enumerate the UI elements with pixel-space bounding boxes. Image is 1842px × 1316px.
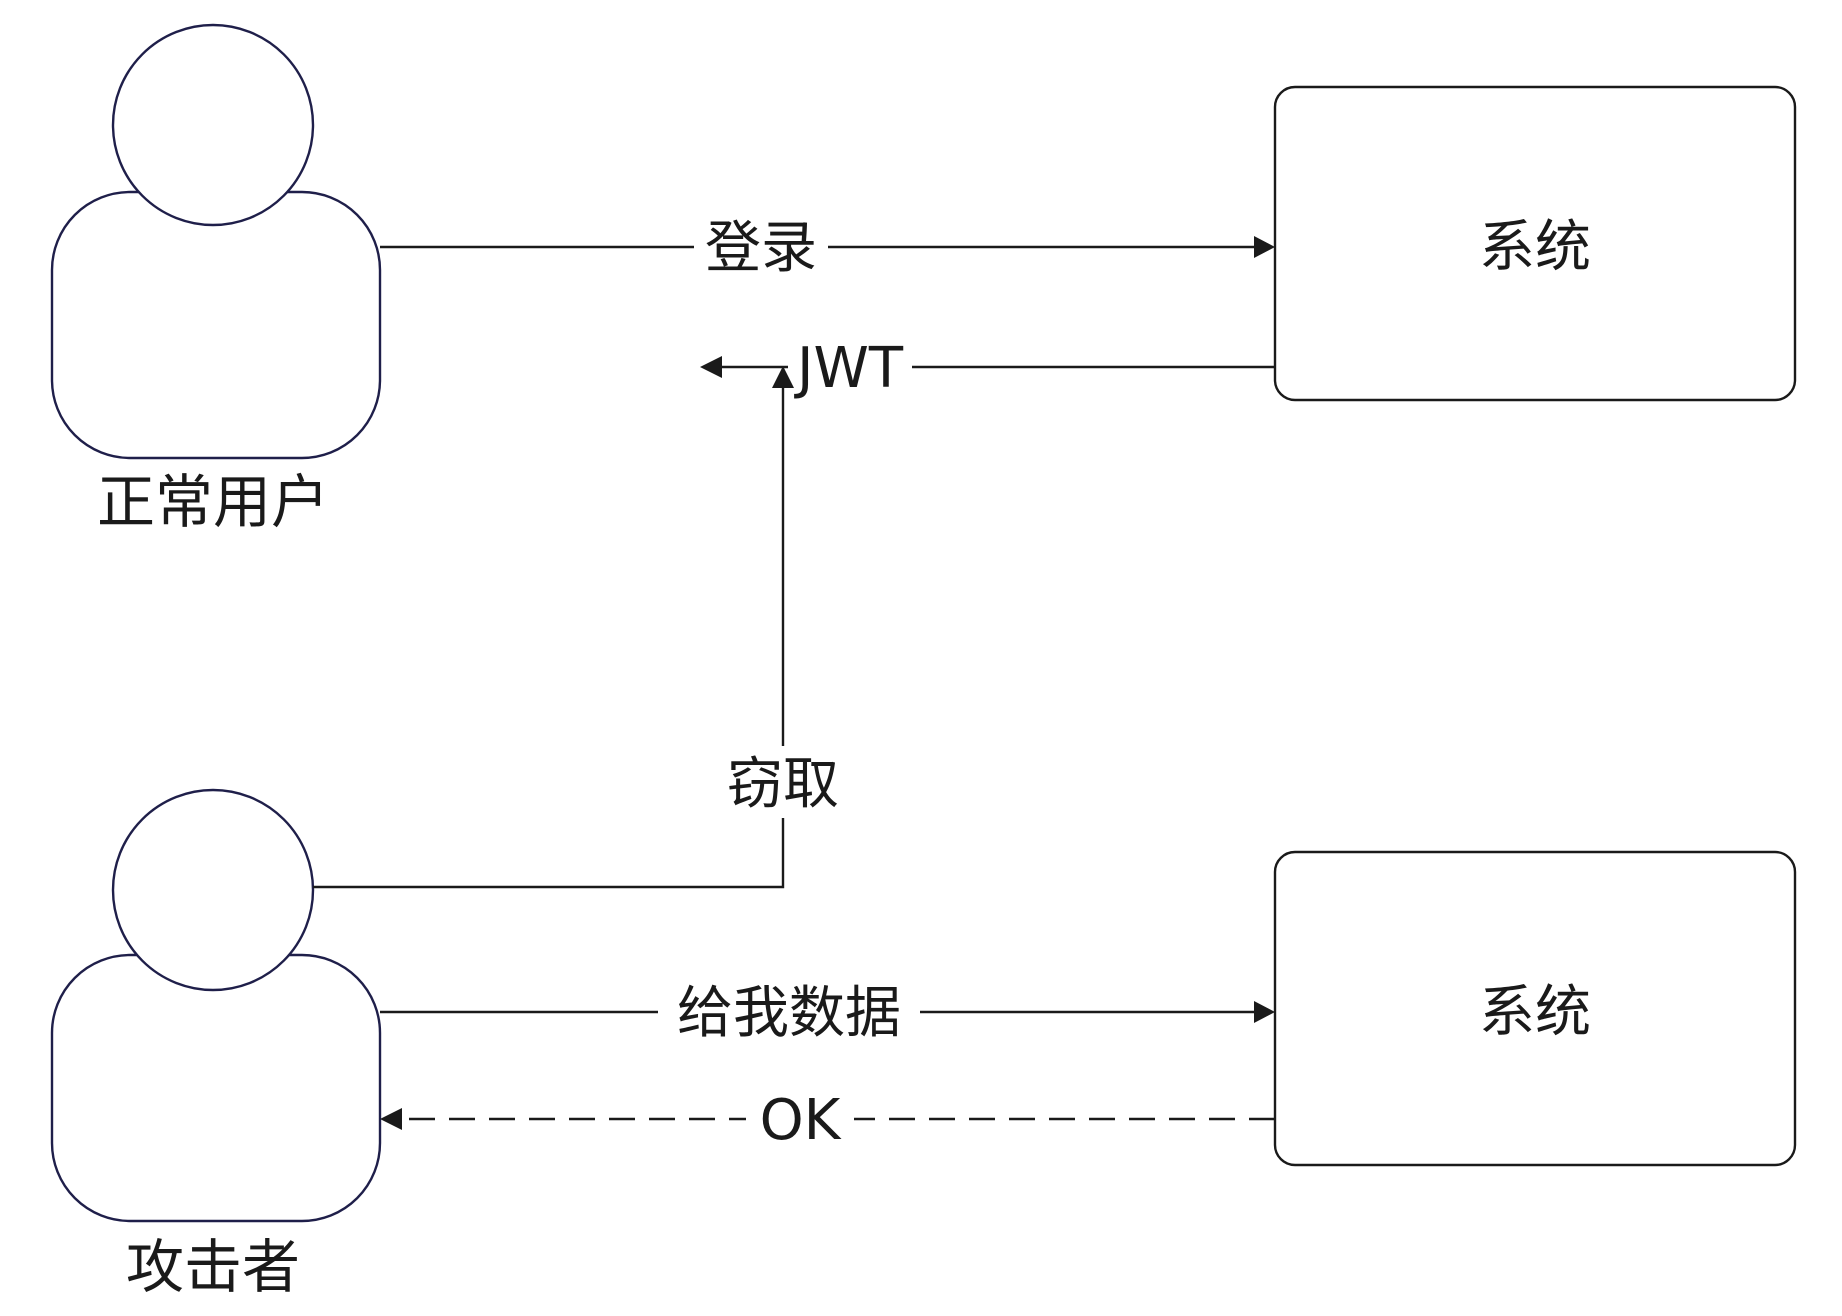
edge-ok-arrowhead [380,1108,402,1130]
edge-steal-label-bg [712,746,856,818]
edge-ok-label: OK [760,1088,842,1153]
edge-login[interactable]: 登录 [380,210,1275,282]
edge-steal-line [313,384,785,889]
edge-give-data-label: 给我数据 [677,981,901,1046]
edge-jwt[interactable]: JWT [700,330,1275,402]
actor-head-shape [111,788,315,992]
system-box-bottom[interactable]: 系统 [1273,850,1797,1167]
actor-head-shape [111,23,315,227]
actor-label-normal-user: 正常用户 [97,468,329,536]
edge-jwt-arrowhead [700,356,722,378]
system-label-bottom: 系统 [1479,980,1591,1045]
actor-normal-user[interactable]: 正常用户 [50,23,382,536]
edge-ok-label-bg [746,1082,854,1154]
edge-steal-label: 窃取 [727,752,839,817]
system-box-shape [1273,850,1797,1167]
actor-attacker[interactable]: 攻击者 [50,788,382,1301]
edge-give-data-arrowhead [1254,1001,1275,1023]
system-label-top: 系统 [1479,215,1591,280]
actor-body-shape [50,190,382,460]
actor-label-attacker: 攻击者 [126,1233,300,1301]
edge-steal[interactable]: 窃取 [313,366,856,889]
actor-body-shape [50,953,382,1223]
edge-ok[interactable]: OK [380,1082,1275,1154]
edge-steal-arrowhead [772,366,794,388]
edge-login-label-bg [694,210,828,282]
edge-give-data[interactable]: 给我数据 [380,975,1275,1047]
edge-login-arrowhead [1254,236,1275,258]
edge-login-label: 登录 [705,216,817,281]
system-box-top[interactable]: 系统 [1273,85,1797,402]
system-box-shape [1273,85,1797,402]
edge-jwt-label-bg [788,330,912,402]
edge-give-data-label-bg [658,975,920,1047]
edge-jwt-label: JWT [794,336,904,401]
